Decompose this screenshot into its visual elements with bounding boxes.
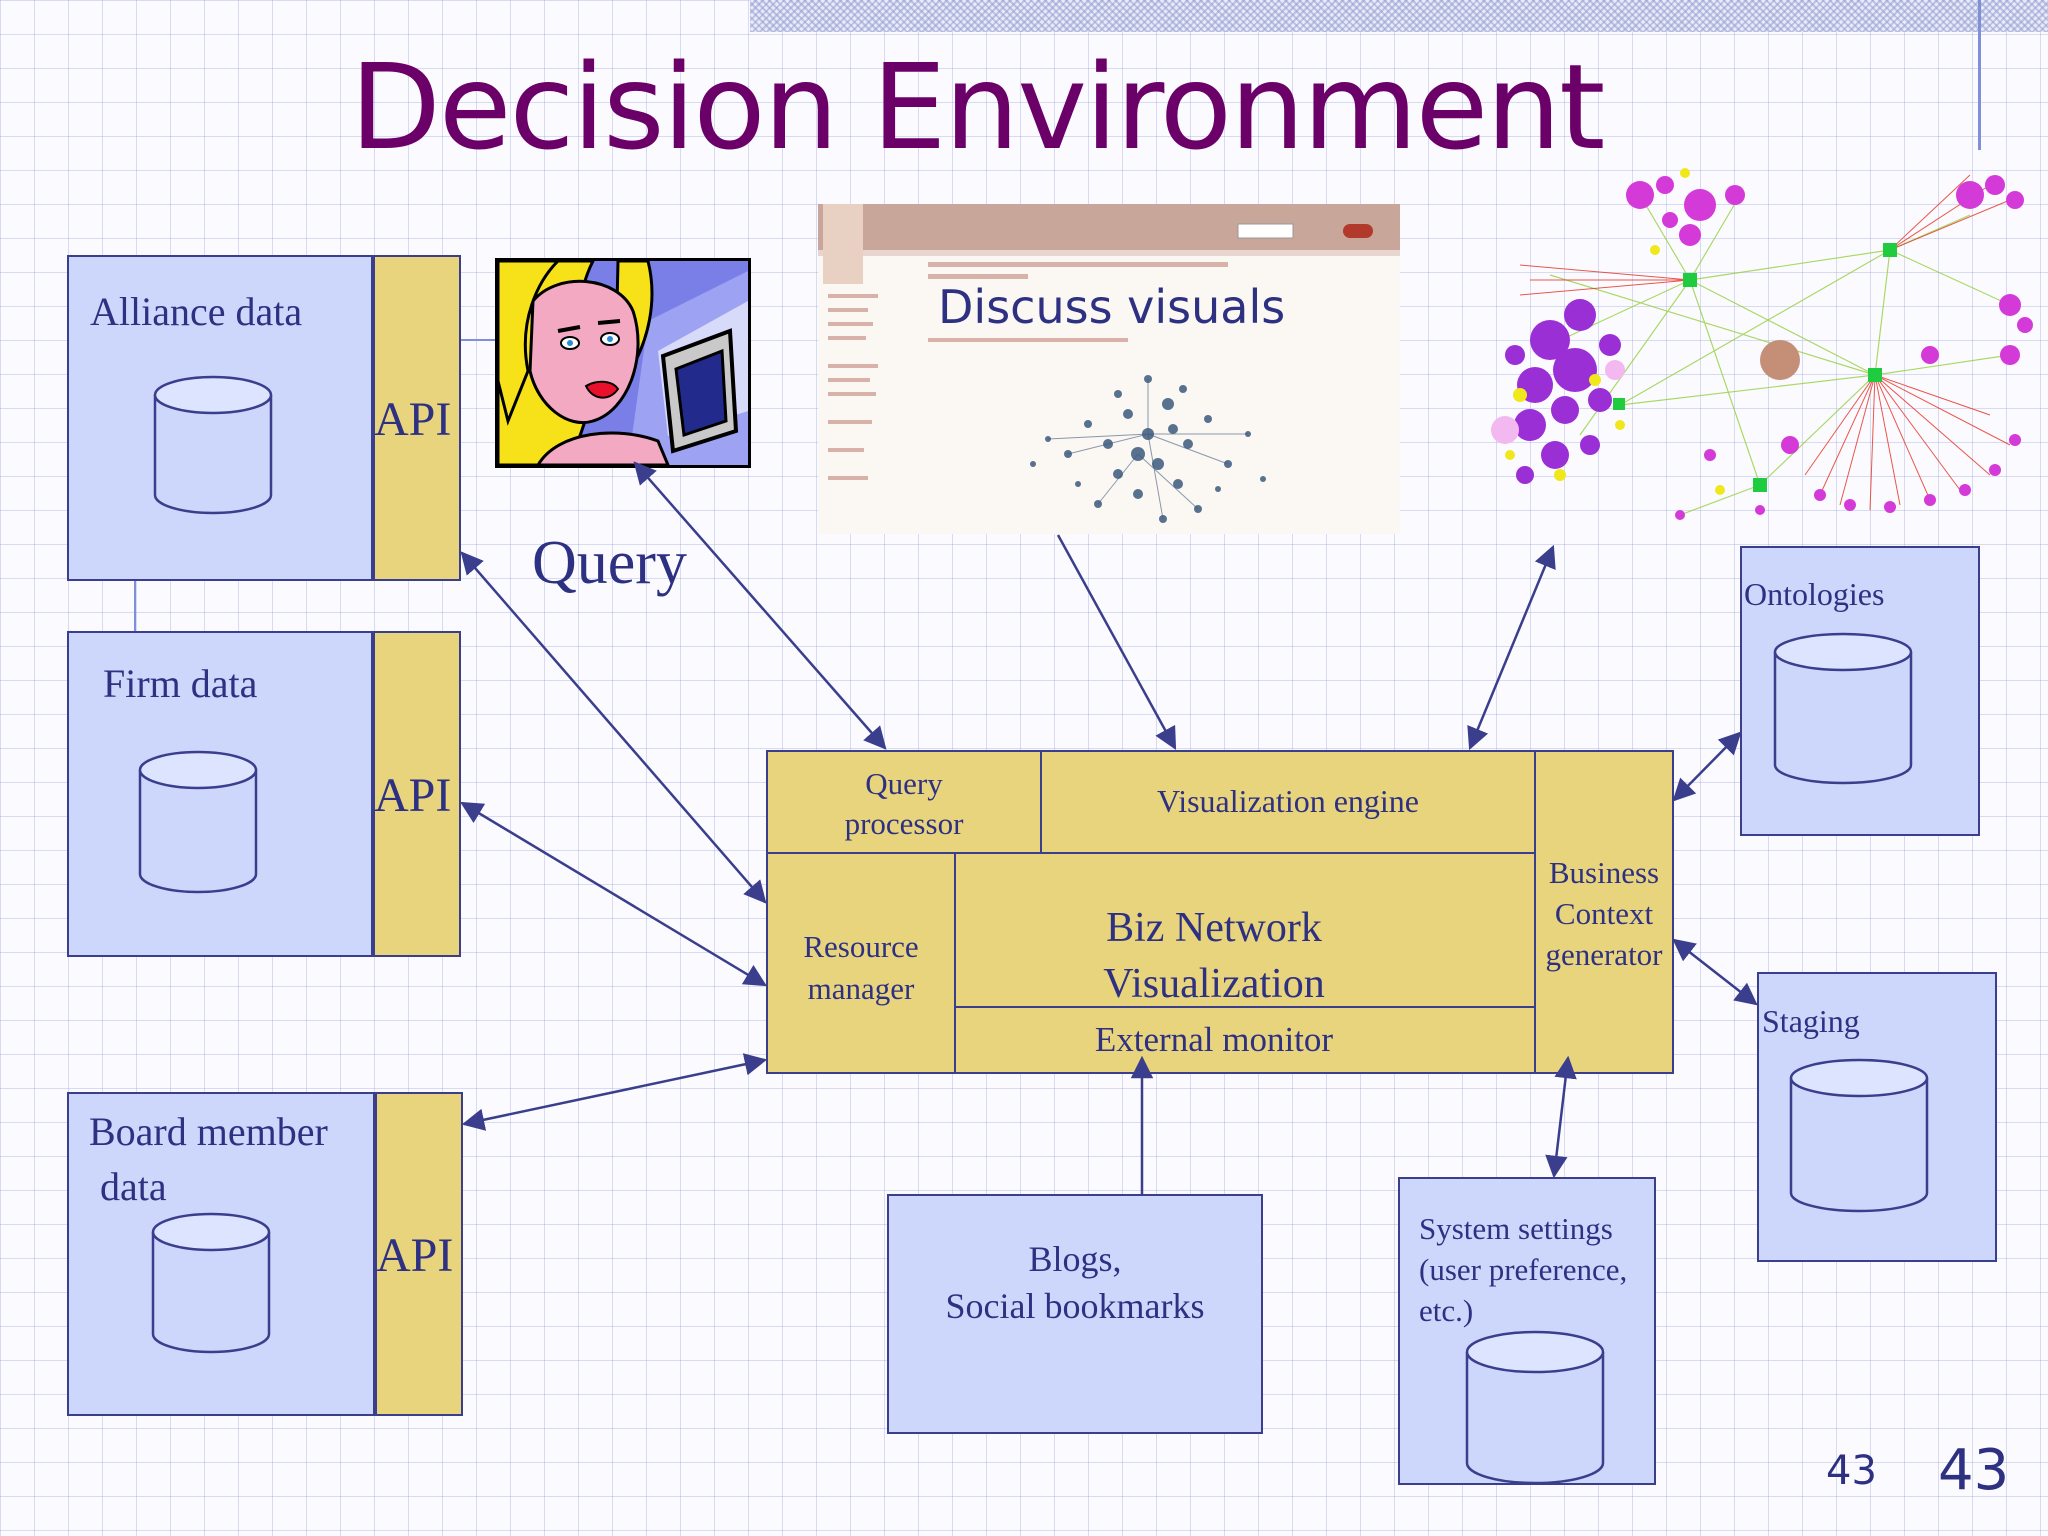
settings-database-icon: [1465, 1330, 1605, 1485]
board-api-box: [375, 1092, 463, 1416]
page-number-large: 43: [1938, 1438, 2010, 1503]
network-graph-icon: [1491, 168, 2033, 520]
alliance-data-label: Alliance data: [90, 289, 303, 334]
corner-pattern: [750, 0, 2048, 32]
ontologies-label: Ontologies: [1744, 576, 1885, 612]
board-api-label: API: [376, 1229, 454, 1282]
alliance-api-label: API: [374, 393, 452, 446]
board-data-label-line1: Board member: [89, 1109, 328, 1154]
firm-data-label: Firm data: [103, 661, 258, 706]
query-processor-label: Query processor: [844, 766, 964, 841]
firm-api-label: API: [374, 769, 452, 822]
engine-box: [766, 750, 1674, 1074]
firm-database-icon: [138, 750, 258, 894]
staging-label: Staging: [1762, 1003, 1860, 1039]
staging-database-icon: [1789, 1058, 1929, 1213]
woman-at-computer-icon: [498, 261, 748, 465]
alliance-api-box: [373, 255, 461, 581]
arrow-board-api: [461, 1053, 768, 1131]
network-cluster-icon: [818, 204, 1400, 523]
system-settings-label: System settings (user preference, etc.): [1419, 1211, 1628, 1328]
visualization-engine-label: Visualization engine: [1157, 783, 1419, 819]
blogs-box: [887, 1194, 1263, 1434]
network-graph-image: [1490, 155, 2040, 535]
discuss-visuals-label: Discuss visuals: [938, 280, 1286, 334]
decorative-vertical-line: [1978, 0, 1981, 150]
external-monitor-label: External monitor: [1094, 1020, 1334, 1059]
woman-at-computer-clipart: [495, 258, 751, 468]
arrow-firm-api: [460, 801, 767, 987]
slide-title: Decision Environment: [350, 38, 1605, 176]
arrow-network-graph: [1467, 544, 1556, 751]
arrow-staging: [1672, 938, 1758, 1006]
arrow-query: [633, 461, 887, 750]
board-database-icon: [151, 1212, 271, 1354]
alliance-database-icon: [153, 375, 273, 515]
board-data-label-line2: data: [100, 1164, 167, 1209]
firm-api-box: [373, 631, 461, 957]
arrow-alliance-api: [460, 551, 767, 904]
business-context-label: Business Context generator: [1545, 855, 1663, 972]
external-monitor-cell: [954, 1006, 1536, 1074]
ontologies-database-icon: [1773, 632, 1913, 785]
arrow-discuss-visuals: [1056, 534, 1177, 750]
arrow-settings: [1545, 1055, 1577, 1179]
resource-manager-label: Resource manager: [803, 929, 919, 1006]
arrow-ontologies: [1672, 731, 1742, 802]
blogs-label: Blogs, Social bookmarks: [945, 1239, 1205, 1326]
biz-network-label: Biz Network Visualization: [1103, 905, 1325, 1007]
page-number-small: 43: [1826, 1448, 1877, 1494]
visualization-screenshot: [818, 204, 1400, 534]
